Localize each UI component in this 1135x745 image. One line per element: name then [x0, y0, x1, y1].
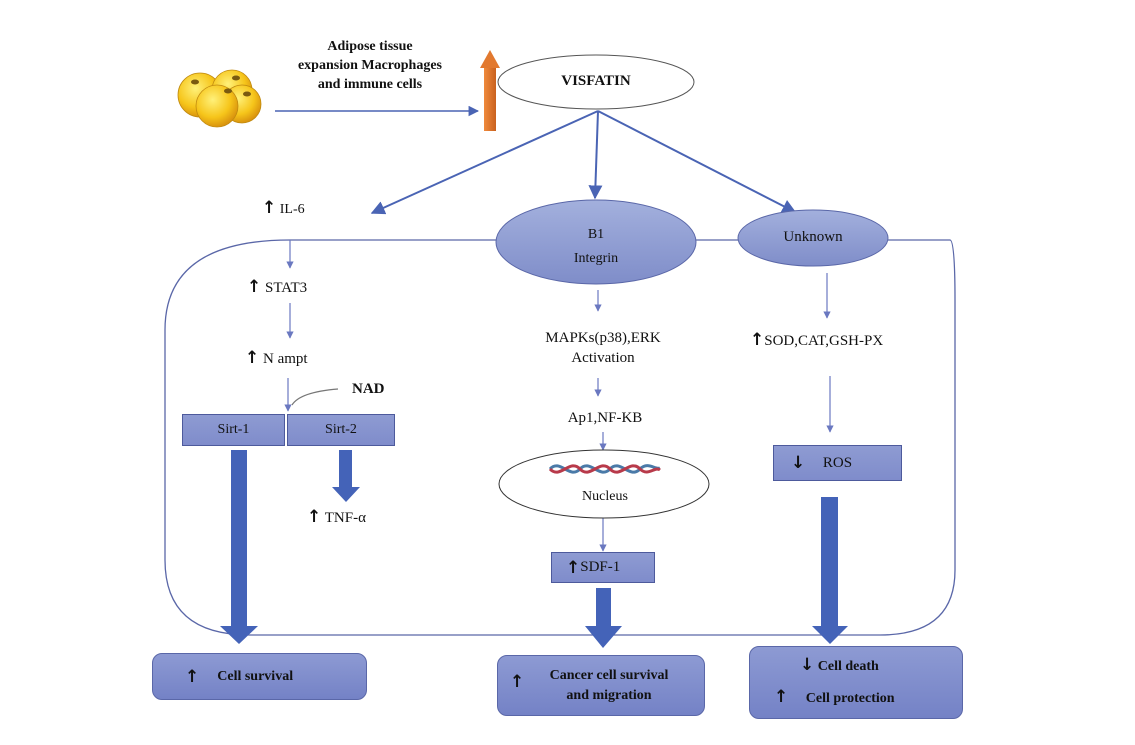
nampt-node: ↑ N ampt [245, 349, 308, 368]
ros-label: ROS [822, 454, 853, 471]
nucleus-label: Nucleus [582, 489, 628, 504]
dna-helix-icon [548, 464, 661, 474]
stat3-label: STAT3 [265, 280, 308, 296]
thick-arrow-sdf1-cancer [585, 588, 622, 648]
up-arrow-icon: ↑ [245, 348, 260, 368]
enzymes-label: SOD,CAT,GSH-PX [764, 333, 884, 349]
arrow-nad-sirt [291, 388, 339, 406]
tnf-node: ↑ TNF-α [307, 508, 366, 527]
visfatin-node [497, 54, 695, 110]
cell-survival-label: Cell survival [217, 668, 294, 684]
source-label-line-2: expansion Macrophages [297, 58, 443, 73]
nad-label: NAD [352, 381, 385, 397]
visfatin-label: VISFATIN [561, 73, 631, 89]
up-arrow-icon: ↑ [262, 198, 277, 218]
cell-protection-line: ↑ Cell protection [774, 687, 895, 707]
ros-box: ↓ ROS [773, 445, 902, 481]
integrin-label-line-1: B1 [587, 227, 605, 242]
thick-arrow-ros-death [812, 497, 848, 644]
increase-arrow-icon [480, 50, 500, 131]
up-arrow-icon: ↑ [510, 672, 525, 692]
sirt2-label: Sirt-2 [325, 422, 357, 437]
sirt1-label: Sirt-1 [217, 422, 250, 437]
adipocyte-cluster-icon [177, 69, 262, 128]
sirt1-box: Sirt-1 [182, 414, 285, 446]
up-arrow-icon: ↑ [750, 330, 765, 350]
cancer-survival-label-line-2: and migration [566, 688, 652, 703]
cell-death-label: Cell death [817, 659, 879, 674]
integrin-label-line-2: Integrin [573, 251, 619, 266]
source-label: Adipose tissue expansion Macrophages and… [285, 37, 455, 94]
up-arrow-icon: ↑ [307, 507, 322, 527]
mapk-label-line-1: MAPKs(p38),ERK [545, 330, 661, 346]
up-arrow-icon: ↑ [185, 666, 200, 687]
mapk-label-line-2: Activation [571, 350, 635, 366]
unknown-receptor [737, 209, 889, 267]
tnf-label: TNF-α [324, 510, 366, 526]
up-arrow-icon: ↑ [247, 277, 262, 297]
il6-node: ↑ IL-6 [262, 199, 305, 219]
mapk-node: MAPKs(p38),ERK Activation [518, 328, 688, 368]
up-arrow-icon: ↑ [774, 687, 789, 707]
down-arrow-icon: ↓ [800, 655, 815, 675]
source-label-line-1: Adipose tissue [327, 39, 413, 54]
cell-death-protection-outcome: ↓ Cell death ↑ Cell protection [749, 646, 963, 719]
cancer-survival-outcome: ↑ Cancer cell survival and migration [497, 655, 705, 716]
enzymes-node: ↑SOD,CAT,GSH-PX [750, 331, 883, 350]
integrin-receptor [495, 199, 697, 285]
cell-death-line: ↓ Cell death [800, 655, 879, 675]
nampt-label: N ampt [263, 351, 308, 367]
thick-arrow-sirt1-survival [220, 450, 258, 644]
cancer-survival-label-line-1: Cancer cell survival [549, 668, 669, 683]
ap1-label: Ap1,NF-KB [567, 410, 643, 426]
branch-arrow-integrin [588, 110, 603, 200]
branch-arrow-unknown [597, 110, 797, 213]
unknown-label: Unknown [783, 229, 843, 245]
cell-survival-outcome: ↑ Cell survival [152, 653, 367, 700]
down-arrow-icon: ↓ [791, 453, 806, 473]
source-label-line-3: and immune cells [317, 77, 423, 92]
branch-arrow-il6 [370, 110, 599, 215]
sdf1-box: ↑ SDF-1 [551, 552, 655, 583]
cell-protection-label: Cell protection [805, 691, 895, 706]
sdf1-label: SDF-1 [580, 559, 621, 575]
il6-label: IL-6 [279, 202, 305, 217]
stat3-node: ↑ STAT3 [247, 278, 307, 297]
thick-arrow-sirt2-tnf [332, 450, 360, 502]
up-arrow-icon: ↑ [566, 557, 581, 578]
sirt2-box: Sirt-2 [287, 414, 395, 446]
nucleus-node [498, 449, 710, 519]
